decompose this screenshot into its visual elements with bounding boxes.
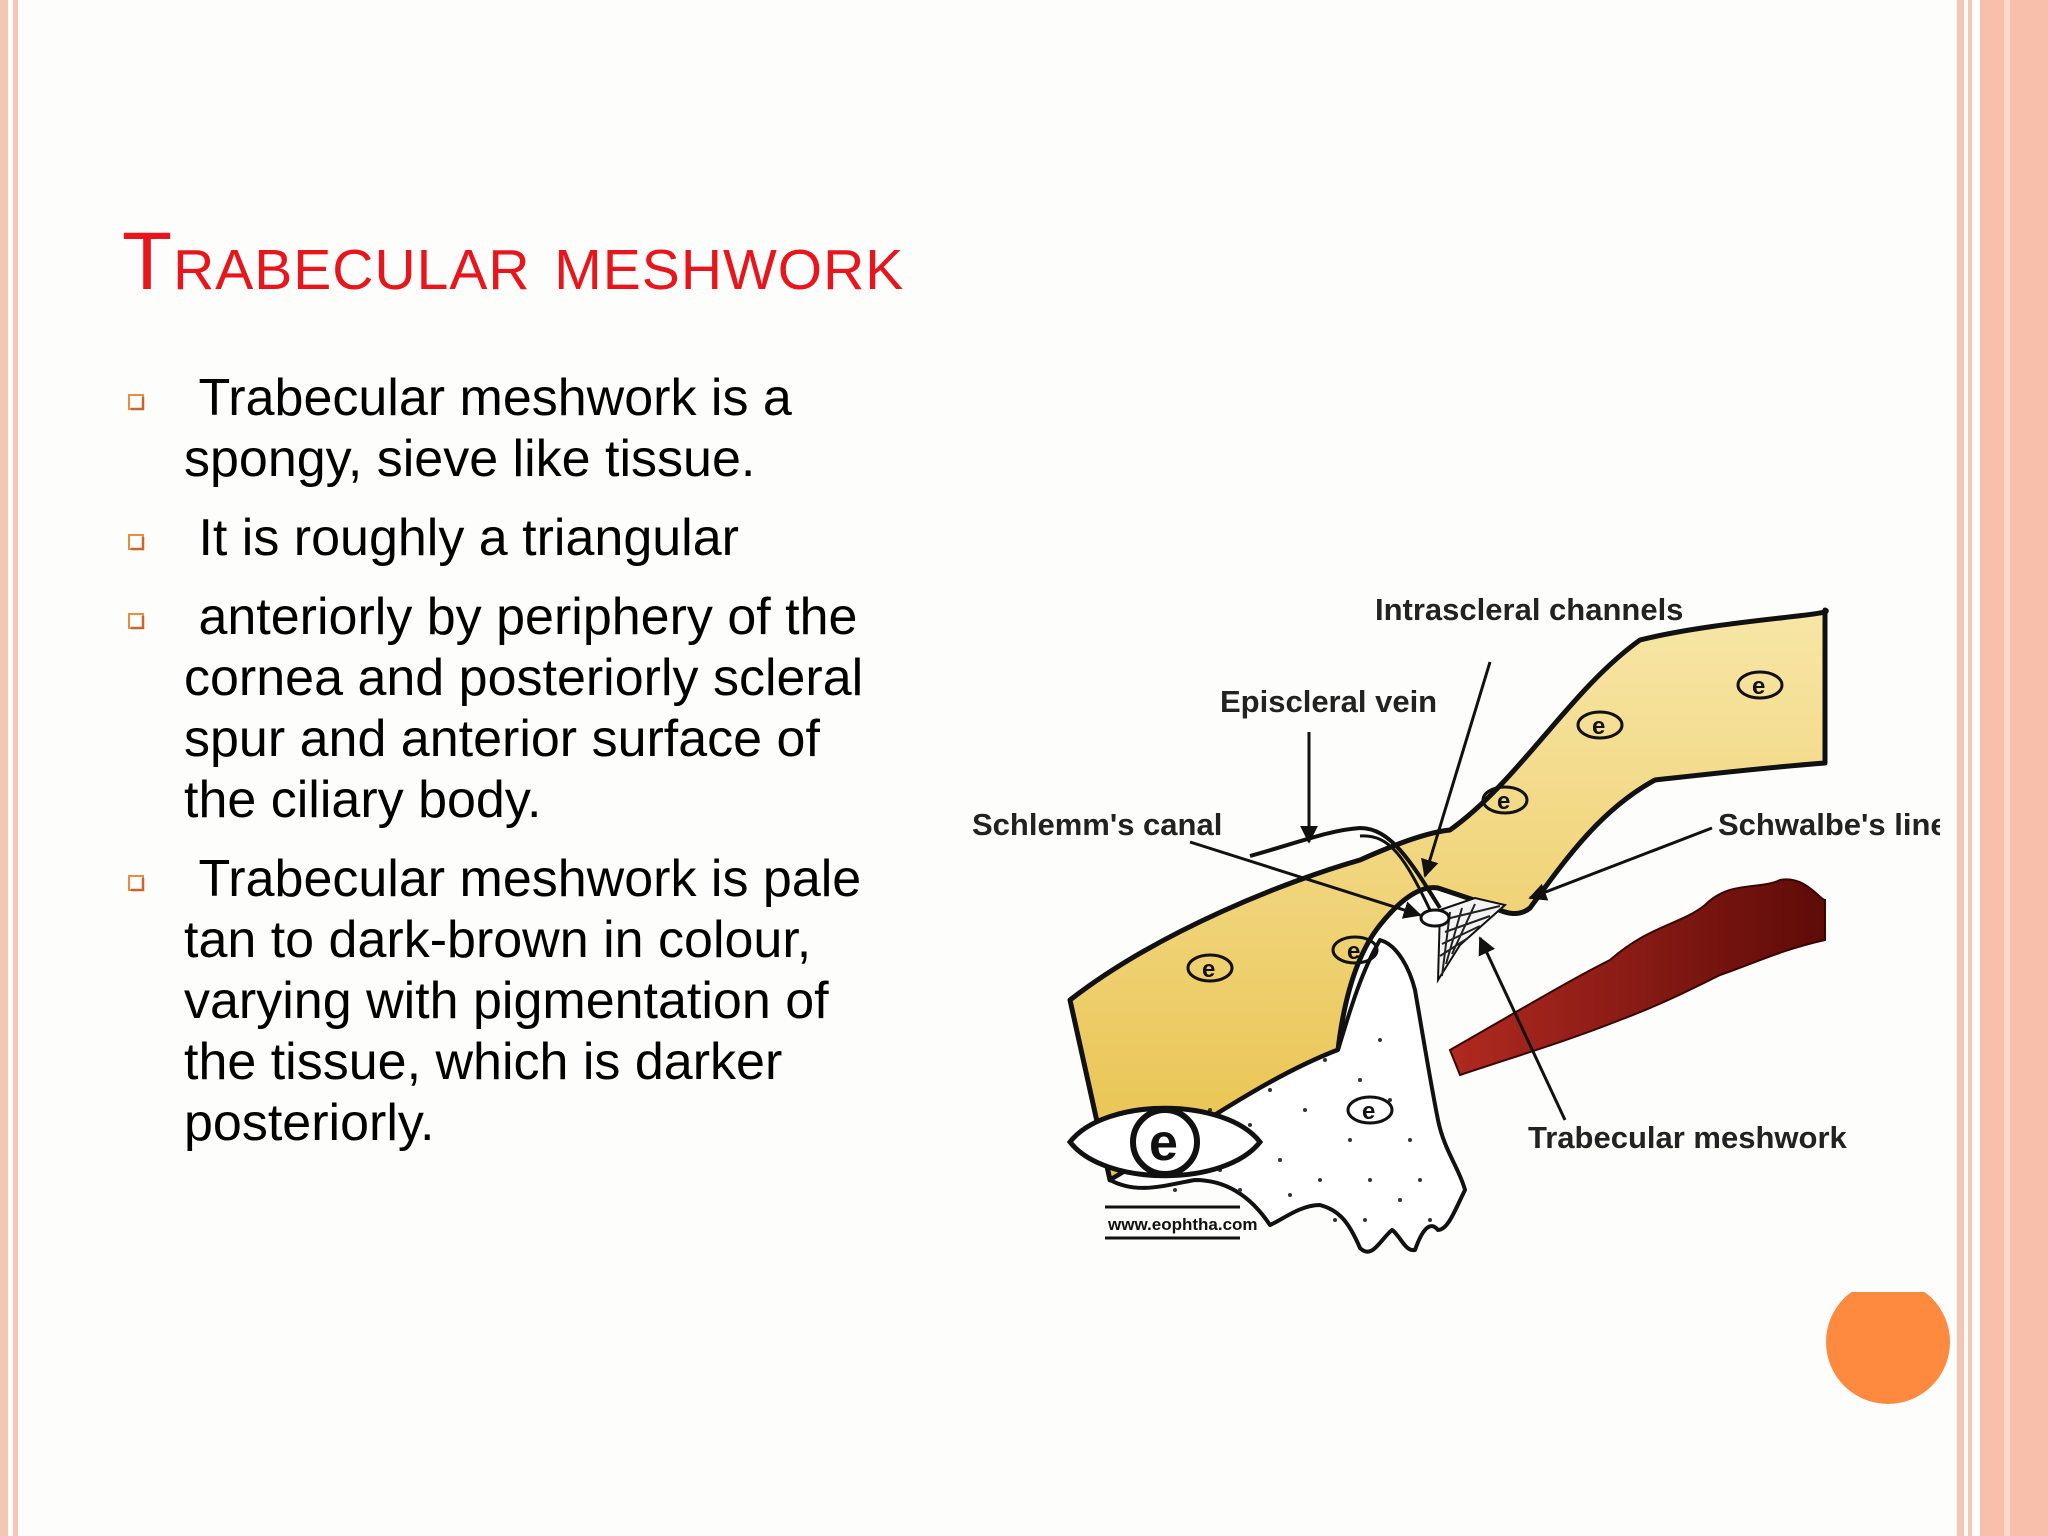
iris [1448,878,1826,1077]
eophtha-logo-icon: e [1346,1095,1394,1125]
svg-text:e: e [1497,788,1510,815]
bullet-item: anteriorly by periphery of the cornea an… [122,587,882,831]
eophtha-logo-icon: e [1331,935,1379,965]
right-border-band [1980,0,2048,1536]
svg-text:e: e [1202,956,1215,983]
arrow-trabecular-meshwork [1478,936,1567,1121]
left-border-stripe-thin [13,0,18,1536]
decorative-circle [1826,1280,1950,1404]
sclera-band [1067,607,1829,1183]
eophtha-logo-icon: e [1576,710,1624,740]
svg-text:e: e [1347,938,1360,965]
decorative-circle-gap [1826,1278,1950,1292]
left-border-stripe [0,0,8,1536]
intrascleral-channel [1359,834,1432,911]
arrow-schwalbes-line [1528,826,1713,901]
right-border-band-highlight [2004,0,2010,1536]
label-schlemms-canal: Schlemm's canal [972,807,1222,842]
checkbox-bullet-icon [128,394,145,411]
bullet-item: Trabecular meshwork is a spongy, sieve l… [122,368,882,490]
label-intrascleral-channels: Intrascleral channels [1375,592,1683,627]
bullet-list: Trabecular meshwork is a spongy, sieve l… [122,368,882,1172]
checkbox-bullet-icon [128,534,145,551]
bullet-text: Trabecular meshwork is pale tan to dark-… [184,850,876,1152]
label-episcleral-vein: Episcleral vein [1220,684,1437,719]
bullet-item: Trabecular meshwork is pale tan to dark-… [122,849,882,1154]
eophtha-logo-icon: e [1736,670,1784,700]
slide-title: Trabecular meshwork [122,216,905,307]
trabecular-meshwork-wedge [1419,896,1508,984]
svg-text:e: e [1752,673,1765,700]
trabecular-meshwork-diagram: e e e e e e e www.eophtha.com [960,580,1940,1270]
label-schwalbes-line: Schwalbe's line [1718,807,1940,842]
checkbox-bullet-icon [128,613,145,630]
right-border-stripe [1957,0,1964,1536]
arrow-schlemms-canal [1189,840,1422,919]
eophtha-main-logo-icon: e [1066,1105,1264,1179]
bullet-text: Trabecular meshwork is a spongy, sieve l… [184,369,807,488]
watermark-url: www.eophtha.com [1107,1215,1258,1234]
bullet-text: anteriorly by periphery of the cornea an… [184,588,878,829]
eophtha-logo-icon: e [1186,953,1234,983]
svg-text:e: e [1362,1098,1375,1125]
eophtha-logo-icon: e [1481,785,1529,815]
label-trabecular-meshwork: Trabecular meshwork [1528,1120,1848,1155]
bullet-text: It is roughly a triangular [184,509,739,567]
angle-anatomy-svg: e e e e e e e www.eophtha.com [972,592,1940,1254]
arrow-intrascleral-channels [1421,661,1492,878]
bullet-item: It is roughly a triangular [122,508,882,569]
svg-text:e: e [1592,713,1605,740]
episcleral-vein [1249,825,1442,910]
right-border-stripe-thin [1968,0,1972,1536]
checkbox-bullet-icon [128,875,145,892]
logo-letter: e [1149,1114,1178,1172]
